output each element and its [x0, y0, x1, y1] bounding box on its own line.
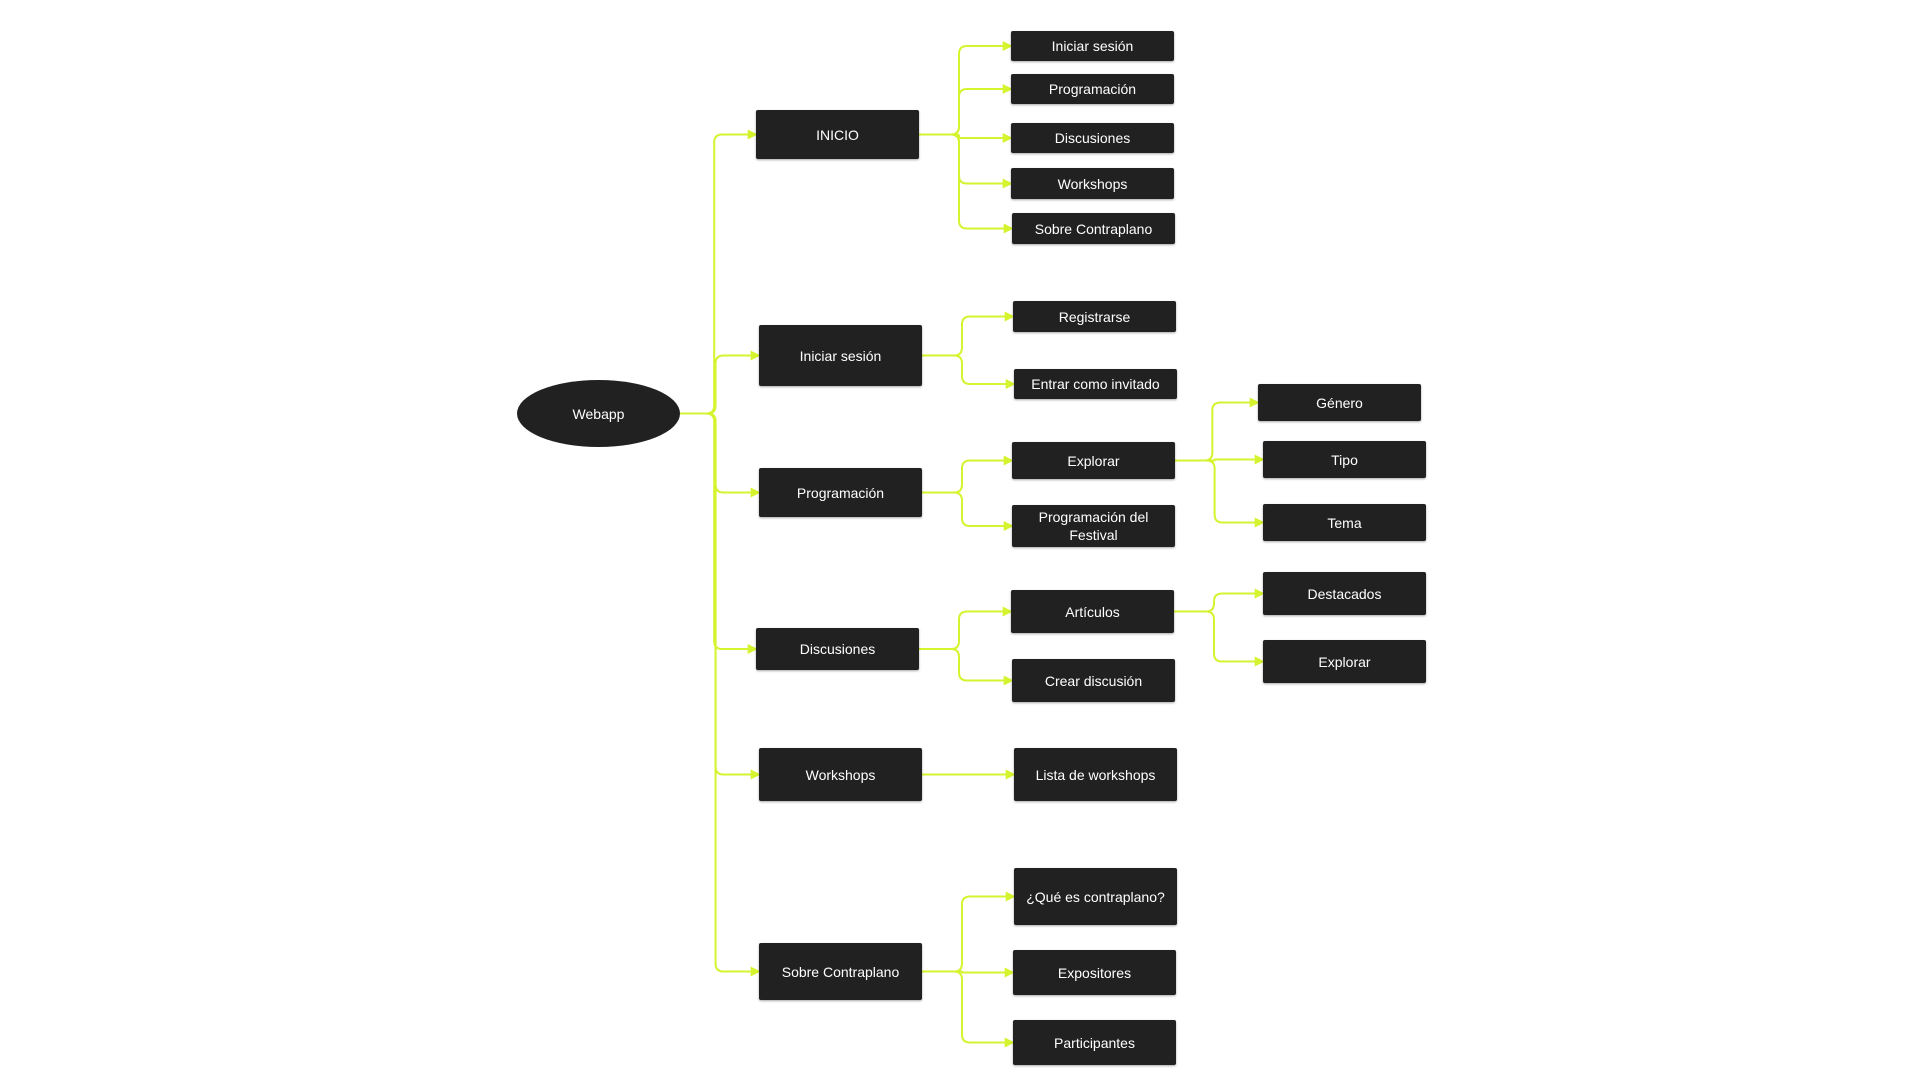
connector-inicio-inicio_programacion — [919, 84, 1013, 136]
node-expositores[interactable]: Expositores — [1013, 950, 1176, 995]
node-discusiones[interactable]: Discusiones — [756, 628, 919, 670]
connector-explorar_prog-genero — [1175, 397, 1260, 462]
connector-discusiones-crear_discusion — [919, 648, 1014, 686]
connector-articulos-explorar_art — [1174, 610, 1265, 667]
node-explorar-articulos[interactable]: Explorar — [1263, 640, 1426, 683]
node-label: ¿Qué es contraplano? — [1026, 888, 1165, 905]
node-registrarse[interactable]: Registrarse — [1013, 301, 1176, 332]
connector-iniciar-invitado — [922, 354, 1016, 389]
node-webapp[interactable]: Webapp — [517, 380, 680, 447]
node-tipo[interactable]: Tipo — [1263, 441, 1426, 478]
node-destacados[interactable]: Destacados — [1263, 572, 1426, 615]
connector-explorar_prog-tipo — [1175, 454, 1265, 465]
node-iniciar-sesion[interactable]: Iniciar sesión — [759, 325, 922, 386]
node-label: Discusiones — [1054, 130, 1131, 146]
node-label: Iniciar sesión — [1051, 38, 1134, 54]
node-label: Lista de workshops — [1035, 766, 1156, 783]
node-label: Explorar — [1318, 653, 1371, 670]
node-tema[interactable]: Tema — [1263, 504, 1426, 541]
node-inicio[interactable]: INICIO — [756, 110, 919, 159]
node-label: Sobre Contraplano — [1034, 220, 1153, 237]
node-lista-de-workshops[interactable]: Lista de workshops — [1014, 748, 1177, 801]
node-programacion[interactable]: Programación — [759, 468, 922, 517]
node-label: Tema — [1327, 514, 1362, 531]
node-workshops[interactable]: Workshops — [759, 748, 922, 801]
node-que-es-contraplano[interactable]: ¿Qué es contraplano? — [1014, 868, 1177, 925]
connector-root-programacion — [680, 412, 761, 498]
connector-sobre-que_es — [922, 891, 1016, 973]
node-participantes[interactable]: Participantes — [1013, 1020, 1176, 1065]
connector-inicio-inicio_iniciar — [919, 41, 1013, 136]
node-entrar-como-invitado[interactable]: Entrar como invitado — [1014, 369, 1177, 399]
node-inicio-discusiones[interactable]: Discusiones — [1011, 123, 1174, 153]
node-inicio-workshops[interactable]: Workshops — [1011, 168, 1174, 199]
node-label: Artículos — [1065, 603, 1120, 620]
node-label: INICIO — [816, 126, 859, 143]
connector-discusiones-articulos — [919, 606, 1013, 650]
node-genero[interactable]: Género — [1258, 384, 1421, 421]
node-label: Entrar como invitado — [1031, 376, 1160, 392]
node-label: Participantes — [1054, 1034, 1135, 1051]
node-articulos[interactable]: Artículos — [1011, 590, 1174, 633]
connector-sobre-expositores — [922, 967, 1015, 978]
node-explorar-programacion[interactable]: Explorar — [1012, 442, 1175, 479]
connector-inicio-inicio_discusiones — [919, 133, 1013, 143]
node-label: Workshops — [805, 766, 876, 783]
node-label: Expositores — [1057, 964, 1132, 981]
connector-root-discusiones — [680, 412, 758, 654]
node-label: Género — [1316, 394, 1363, 411]
connector-root-iniciar — [680, 350, 761, 415]
connector-programacion-programacion_festival — [922, 491, 1014, 531]
node-inicio-iniciar-sesion[interactable]: Iniciar sesión — [1011, 31, 1174, 61]
node-label: Tipo — [1331, 451, 1358, 468]
connector-inicio-inicio_workshops — [919, 133, 1013, 189]
node-inicio-sobre-contraplano[interactable]: Sobre Contraplano — [1012, 213, 1175, 244]
node-crear-discusion[interactable]: Crear discusión — [1012, 659, 1175, 702]
connector-articulos-destacados — [1174, 588, 1265, 613]
connector-explorar_prog-tema — [1175, 459, 1265, 528]
node-inicio-programacion[interactable]: Programación — [1011, 74, 1174, 104]
node-label: Workshops — [1057, 175, 1128, 192]
node-label: Webapp — [572, 405, 625, 422]
node-label: Discusiones — [799, 641, 876, 657]
node-label: Explorar — [1067, 452, 1120, 469]
node-label: Programación del Festival — [1038, 509, 1149, 543]
node-programacion-del-festival[interactable]: Programación del Festival — [1012, 505, 1175, 547]
connector-inicio-inicio_sobre — [919, 133, 1014, 234]
node-label: Registrarse — [1058, 308, 1131, 325]
connector-root-sobre — [680, 412, 761, 977]
node-sobre-contraplano[interactable]: Sobre Contraplano — [759, 943, 922, 1000]
connector-iniciar-registrarse — [922, 311, 1015, 357]
node-label: Crear discusión — [1044, 672, 1143, 689]
connector-root-inicio — [680, 129, 758, 415]
connector-sobre-participantes — [922, 970, 1015, 1048]
node-label: Sobre Contraplano — [781, 963, 900, 980]
connector-programacion-explorar_prog — [922, 455, 1014, 494]
connector-root-workshops — [680, 412, 761, 780]
node-label: Destacados — [1307, 585, 1382, 602]
node-label: Programación — [1048, 81, 1137, 97]
node-label: Programación — [796, 484, 885, 501]
node-label: Iniciar sesión — [799, 347, 882, 364]
